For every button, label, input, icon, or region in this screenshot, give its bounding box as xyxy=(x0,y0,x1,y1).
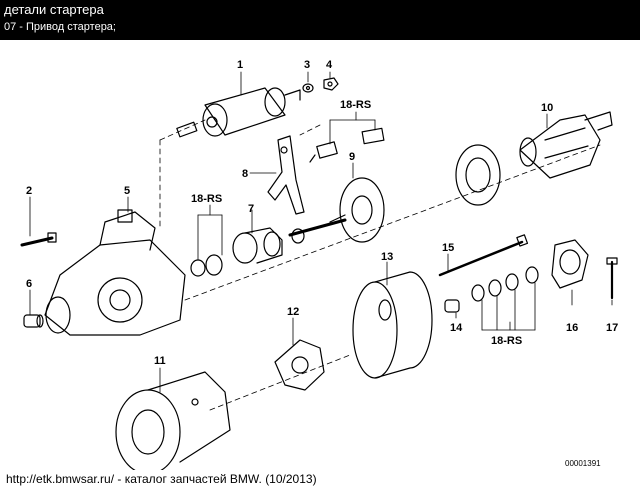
page-subtitle: 07 - Привод стартера; xyxy=(4,21,116,33)
callout-16: 16 xyxy=(566,322,578,334)
part-washer-set-bottom xyxy=(471,266,539,302)
callout-6: 6 xyxy=(26,278,32,290)
callout-9: 9 xyxy=(349,151,355,163)
part-nut-4 xyxy=(323,77,339,91)
callout-5: 5 xyxy=(124,185,130,197)
exploded-parts-diagram: 1 3 4 18-RS 10 8 9 2 5 18-RS 7 15 13 6 1… xyxy=(20,59,618,470)
part-brush-plate xyxy=(455,144,501,206)
part-washer-3 xyxy=(302,83,314,93)
part-brush-set-top xyxy=(309,127,385,163)
callout-17: 17 xyxy=(606,322,618,334)
part-bush xyxy=(23,314,44,328)
callout-7: 7 xyxy=(248,203,254,215)
part-housing xyxy=(115,371,231,470)
part-shift-fork xyxy=(267,135,305,215)
part-ring-set-middle xyxy=(190,254,223,277)
callout-1: 1 xyxy=(237,59,243,71)
part-through-bolt xyxy=(438,234,529,277)
callout-11: 11 xyxy=(154,355,166,367)
callout-18rs-top: 18-RS xyxy=(340,99,371,111)
footer-text: http://etk.bmwsar.ru/ - каталог запчасте… xyxy=(6,472,317,486)
callout-12: 12 xyxy=(287,306,299,318)
part-solenoid xyxy=(176,87,301,138)
header-bar: детали стартера 07 - Привод стартера; xyxy=(0,0,640,40)
callout-10: 10 xyxy=(541,102,553,114)
part-bush-small xyxy=(444,299,460,313)
callout-15: 15 xyxy=(442,242,454,254)
callout-4: 4 xyxy=(326,59,333,71)
part-commutator-bearing xyxy=(288,177,385,244)
callout-13: 13 xyxy=(381,251,393,263)
callout-18rs-bottom: 18-RS xyxy=(491,335,522,347)
part-drive-end-housing xyxy=(44,209,186,336)
callout-3: 3 xyxy=(304,59,310,71)
callout-8: 8 xyxy=(242,168,248,180)
leader-lines xyxy=(29,71,613,393)
part-pole-housing xyxy=(352,271,433,379)
callout-14: 14 xyxy=(450,322,463,334)
part-end-cap xyxy=(551,239,589,289)
assembly-axis-lines xyxy=(159,119,601,411)
callout-18rs-middle: 18-RS xyxy=(191,193,222,205)
drawing-code: 00001391 xyxy=(565,459,601,468)
part-field-coil xyxy=(274,339,325,391)
part-screw xyxy=(606,257,618,300)
part-armature xyxy=(519,111,613,179)
part-pinion-drive xyxy=(232,227,283,264)
page-title: детали стартера xyxy=(4,2,104,17)
part-bolt xyxy=(20,232,57,247)
callout-2: 2 xyxy=(26,185,32,197)
